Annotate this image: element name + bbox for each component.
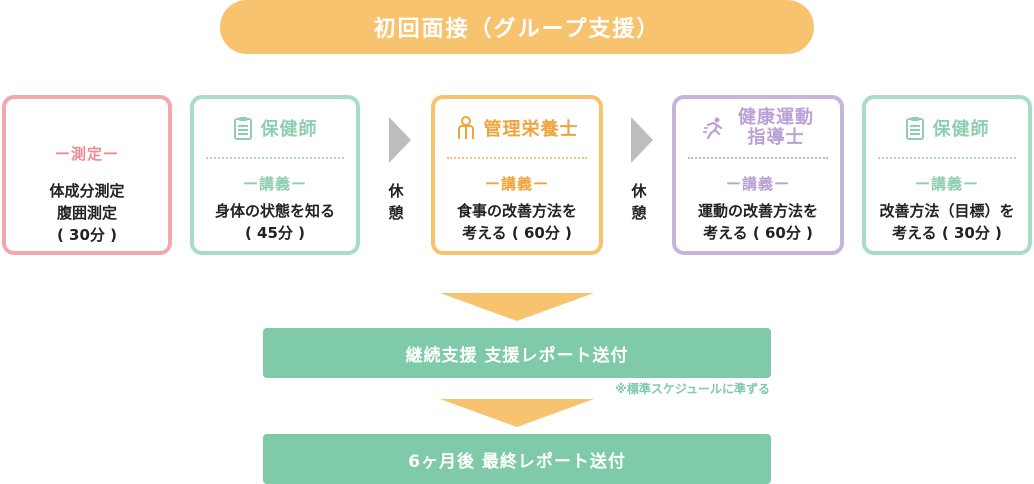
- rest-label: 休 憩: [629, 180, 649, 224]
- step-head-label: 健康運動 指導士: [738, 108, 814, 148]
- step-card-exercise-instructor: 健康運動 指導士 ー講義ー 運動の改善方法を 考える ( 60分 ): [672, 95, 844, 255]
- step-body: 体成分測定 腹囲測定 ( 30分 ): [6, 180, 168, 246]
- rest-label: 休 憩: [386, 180, 406, 224]
- down-arrow-icon: [440, 293, 594, 321]
- step-head-label: 保健師: [932, 119, 990, 140]
- step-head: 健康運動 指導士: [676, 99, 840, 157]
- down-arrow-icon: [440, 399, 594, 427]
- running-person-icon: [702, 116, 726, 140]
- step-card-nurse-1: 保健師 ー講義ー 身体の状態を知る ( 45分 ): [190, 95, 360, 255]
- step-body-line: 体成分測定: [49, 182, 125, 200]
- rest-char: 憩: [631, 204, 647, 222]
- step-head-line: 健康運動: [738, 107, 814, 128]
- step-body-line: ( 45分 ): [244, 224, 306, 242]
- step-card-measurement: ー測定ー 体成分測定 腹囲測定 ( 30分 ): [2, 95, 172, 255]
- step-body: 身体の状態を知る ( 45分 ): [194, 200, 356, 244]
- step-body-line: 食事の改善方法を: [456, 202, 577, 220]
- step-tag: ー講義ー: [725, 175, 790, 193]
- step-tag: ー講義ー: [914, 175, 979, 193]
- schedule-note: ※標準スケジュールに準ずる: [615, 382, 770, 396]
- step-head-label: 管理栄養士: [483, 119, 579, 140]
- person-icon: [456, 116, 476, 140]
- step-head-label: 保健師: [260, 119, 318, 140]
- step-tag: ー講義ー: [242, 175, 307, 193]
- chevron-right-icon: [389, 117, 411, 163]
- continuous-support-band: 継続支援 支援レポート送付: [263, 328, 771, 378]
- step-body-line: ( 30分 ): [56, 226, 118, 244]
- step-card-dietitian: 管理栄養士 ー講義ー 食事の改善方法を 考える ( 60分 ): [431, 95, 603, 255]
- step-head: 保健師: [866, 99, 1028, 157]
- step-card-nurse-2: 保健師 ー講義ー 改善方法（目標）を 考える ( 30分 ): [862, 95, 1032, 255]
- step-body-line: 考える ( 60分 ): [462, 224, 572, 242]
- step-tag: ー測定ー: [54, 145, 119, 163]
- chevron-right-icon: [631, 117, 653, 163]
- clipboard-icon: [905, 116, 925, 140]
- step-body-line: 考える ( 60分 ): [703, 224, 813, 242]
- clipboard-icon: [233, 116, 253, 140]
- step-body: 食事の改善方法を 考える ( 60分 ): [435, 200, 599, 244]
- flow-title: 初回面接（グループ支援）: [220, 0, 814, 54]
- rest-char: 休: [631, 182, 647, 200]
- step-body-line: 改善方法（目標）を: [879, 202, 1015, 220]
- step-body-line: 運動の改善方法を: [697, 202, 818, 220]
- step-body-line: 腹囲測定: [56, 204, 117, 222]
- divider: [206, 157, 344, 159]
- step-body-line: 身体の状態を知る: [214, 202, 335, 220]
- step-head-line: 指導士: [747, 127, 805, 148]
- step-body: 改善方法（目標）を 考える ( 30分 ): [866, 200, 1028, 244]
- step-head: 管理栄養士: [435, 99, 599, 157]
- step-body-line: 考える ( 30分 ): [892, 224, 1002, 242]
- final-report-band: 6ヶ月後 最終レポート送付: [263, 434, 771, 484]
- rest-char: 休: [388, 182, 404, 200]
- step-head: 保健師: [194, 99, 356, 157]
- divider: [688, 157, 828, 159]
- divider: [878, 157, 1016, 159]
- step-body: 運動の改善方法を 考える ( 60分 ): [676, 200, 840, 244]
- divider: [447, 157, 587, 159]
- step-tag: ー講義ー: [484, 175, 549, 193]
- rest-char: 憩: [388, 204, 404, 222]
